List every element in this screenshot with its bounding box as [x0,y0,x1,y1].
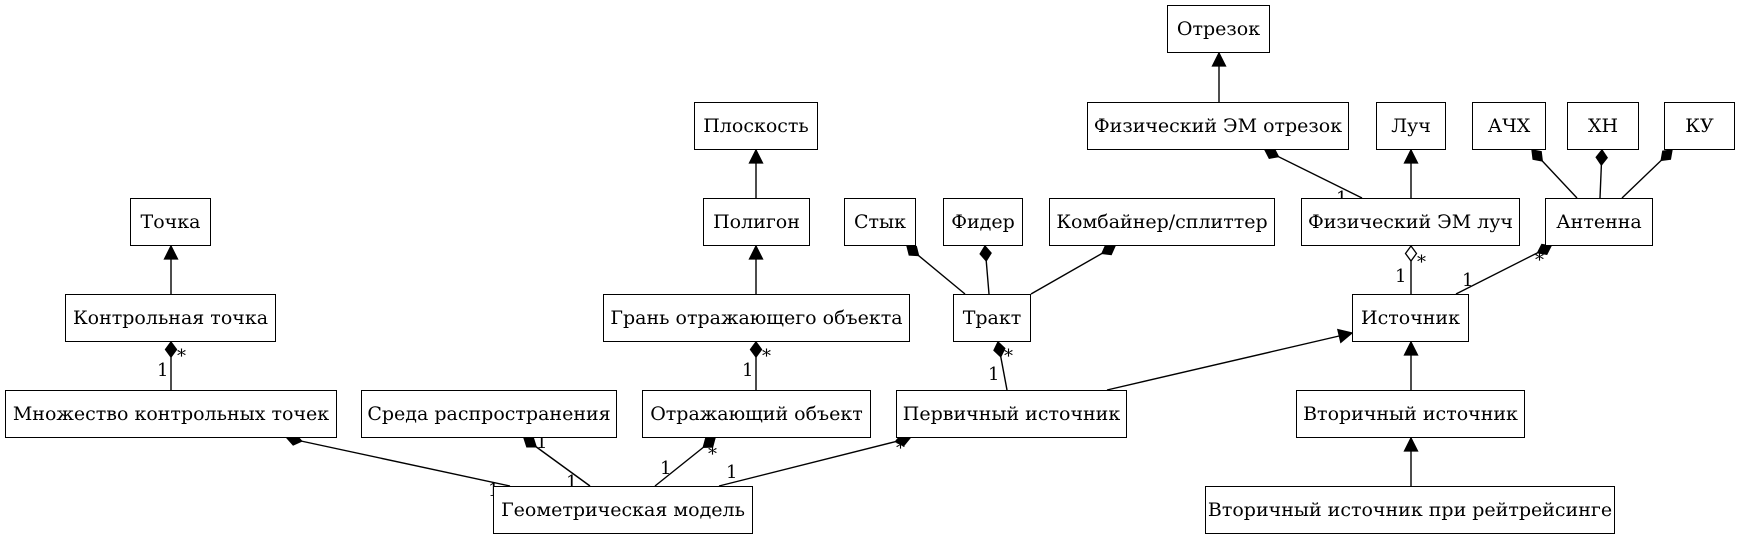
edge-fiz_luch-to-luch-generalization-arrow [1403,148,1419,164]
node-kontrolnaya-tochka: Контрольная точка [65,294,276,342]
edge-ist-to-antenna-multiplicity-end: * [1535,250,1544,271]
node-mnozhestvo-kontrolnyh-tochek: Множество контрольных точек [5,390,337,438]
edge-antenna-to-hn-composition-diamond [1595,148,1608,167]
edge-geom_model-to-perv_ist-line [718,437,911,487]
edge-geom_model-to-perv_ist-multiplicity-end: * [896,438,905,459]
node-gran-otrazhayushchego-obekta: Грань отражающего объекта [603,294,910,342]
edge-geom_model-to-otr_obekt-multiplicity-start: 1 [660,458,671,479]
edge-vtor_ist_rt-to-vtor_ist-generalization-arrow [1403,436,1419,452]
edge-mnozhestvo-to-kontrolnaya_tochka-multiplicity-start: 1 [157,360,168,381]
node-otrezok: Отрезок [1167,5,1270,53]
edge-ist-to-fiz_luch-aggregation-diamond [1404,244,1418,263]
edge-gran-to-poligon-generalization-arrow [748,244,764,260]
edge-perv_ist-to-trakt-multiplicity-start: 1 [988,364,999,385]
node-achh: АЧХ [1472,102,1546,150]
edge-perv_ist-to-trakt-composition-diamond [993,340,1006,358]
edge-fiz_otrezok-to-otrezok-generalization-arrow [1211,51,1227,67]
edge-ist-to-antenna-multiplicity-start: 1 [1462,270,1473,291]
edge-trakt-to-fider-composition-diamond [979,244,992,263]
node-geometricheskaya-model: Геометрическая модель [493,486,753,534]
edge-geom_model-to-sreda-multiplicity-start: 1 [566,472,577,493]
edge-mnozhestvo-to-kontrolnaya_tochka-composition-diamond [164,340,178,359]
edge-poligon-to-ploskost-generalization-arrow [748,148,764,164]
edge-ist-to-antenna-composition-diamond [1536,243,1552,256]
edge-ist-to-fiz_luch-multiplicity-end: * [1417,252,1426,273]
node-istochnik: Источник [1352,294,1469,342]
node-sreda-rasprostraneniya: Среда распространения [361,390,617,438]
node-poligon: Полигон [703,198,810,246]
node-fider: Фидер [943,198,1023,246]
edge-geom_model-to-sreda-composition-diamond [523,437,538,448]
edge-trakt-to-kombainer-composition-diamond [1101,244,1116,256]
edge-fiz_luch-to-fiz_otrezok-line [1264,149,1363,199]
node-fizicheskiy-em-otrezok: Физический ЭМ отрезок [1087,102,1349,150]
edge-ist-to-antenna-line [1455,245,1552,295]
node-fizicheskiy-em-luch: Физический ЭМ луч [1301,198,1520,246]
node-pervichnyy-istochnik: Первичный источник [896,390,1127,438]
node-antenna: Антенна [1545,198,1653,246]
edge-vtor_ist-to-ist-generalization-arrow [1403,340,1419,356]
node-tochka: Точка [130,198,211,246]
edge-geom_model-to-sreda-multiplicity-end: 1 [536,432,547,453]
node-trakt: Тракт [953,294,1031,342]
node-luch: Луч [1376,102,1446,150]
edge-geom_model-to-perv_ist-multiplicity-start: 1 [726,462,737,483]
edge-geom_model-to-otr_obekt-composition-diamond [702,437,716,449]
node-styk: Стык [844,198,916,246]
node-ku: КУ [1664,102,1735,150]
edge-trakt-to-kombainer-line [1030,245,1116,295]
node-otrazhayushchiy-obekt: Отражающий объект [642,390,871,438]
node-hn: ХН [1567,102,1639,150]
node-ploskost: Плоскость [694,102,818,150]
edge-antenna-to-ku-composition-diamond [1660,149,1673,162]
edge-geom_model-to-mnozhestvo-line [286,437,511,487]
edge-geom_model-to-otr_obekt-multiplicity-end: * [708,444,717,465]
edge-perv_ist-to-ist-generalization-arrow [1336,328,1354,344]
edge-perv_ist-to-ist-line [1106,332,1353,391]
node-vtorichnyy-istochnik-pri-reytreysinge: Вторичный источник при рейтрейсинге [1205,486,1615,534]
node-kombainer-splitter: Комбайнер/сплиттер [1049,198,1275,246]
edge-otr_obekt-to-gran-multiplicity-start: 1 [742,360,753,381]
node-vtorichnyy-istochnik: Вторичный источник [1296,390,1525,438]
edge-kontrolnaya_tochka-to-tochka-generalization-arrow [163,244,179,260]
edge-ist-to-fiz_luch-multiplicity-start: 1 [1395,266,1406,287]
edge-otr_obekt-to-gran-multiplicity-end: * [762,346,771,367]
edge-antenna-to-achh-composition-diamond [1531,149,1544,162]
edge-mnozhestvo-to-kontrolnaya_tochka-multiplicity-end: * [177,346,186,367]
edge-trakt-to-styk-composition-diamond [906,245,920,257]
edge-perv_ist-to-trakt-multiplicity-end: * [1004,346,1013,367]
edge-otr_obekt-to-gran-composition-diamond [749,340,763,359]
